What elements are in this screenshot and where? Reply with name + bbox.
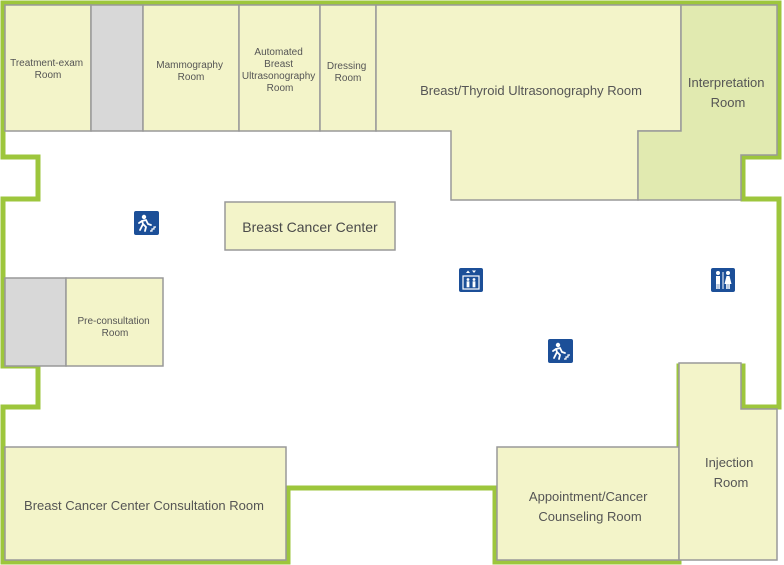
room-appointment-label: Appointment/Cancer Counseling Room: [529, 489, 651, 524]
emergency-exit-icon: [548, 339, 573, 363]
utility-space-left: [4, 277, 67, 367]
room-pre-consultation: Pre-consultation Room: [65, 277, 164, 367]
room-mammography: Mammography Room: [142, 4, 240, 132]
restroom-icon: [711, 268, 735, 292]
room-treatment-exam-label: Treatment-exam Room: [10, 58, 86, 81]
room-pre-consultation-label: Pre-consultation Room: [77, 316, 152, 339]
room-injection-label: Injection Room: [705, 455, 757, 490]
emergency-exit-icon: [134, 211, 159, 235]
room-automated-breast-label: Automated Breast Ultrasonography Room: [242, 47, 318, 94]
room-injection: Injection Room: [678, 362, 778, 561]
room-automated-breast-ultrasonography: Automated Breast Ultrasonography Room: [238, 4, 321, 132]
breast-cancer-center-sign: Breast Cancer Center: [224, 201, 396, 251]
elevator-icon: [459, 268, 483, 292]
room-consultation-label: Breast Cancer Center Consultation Room: [24, 498, 264, 513]
room-treatment-exam: Treatment-exam Room: [4, 4, 92, 132]
room-breast-thyroid-ultrasonography: Breast/Thyroid Ultrasonography Room: [375, 4, 682, 201]
breast-cancer-center-label: Breast Cancer Center: [242, 219, 378, 235]
room-appointment-cancer-counseling: Appointment/Cancer Counseling Room: [496, 446, 680, 561]
room-breast-thyroid-label: Breast/Thyroid Ultrasonography Room: [420, 83, 642, 98]
room-dressing-label: Dressing Room: [327, 61, 369, 84]
utility-space-top: [90, 4, 144, 132]
room-interpretation-label: Interpretation Room: [688, 75, 768, 110]
room-dressing: Dressing Room: [319, 4, 377, 132]
room-interpretation: Interpretation Room: [637, 4, 778, 201]
room-mammography-label: Mammography Room: [156, 60, 225, 83]
room-breast-cancer-center-consultation: Breast Cancer Center Consultation Room: [4, 446, 287, 561]
